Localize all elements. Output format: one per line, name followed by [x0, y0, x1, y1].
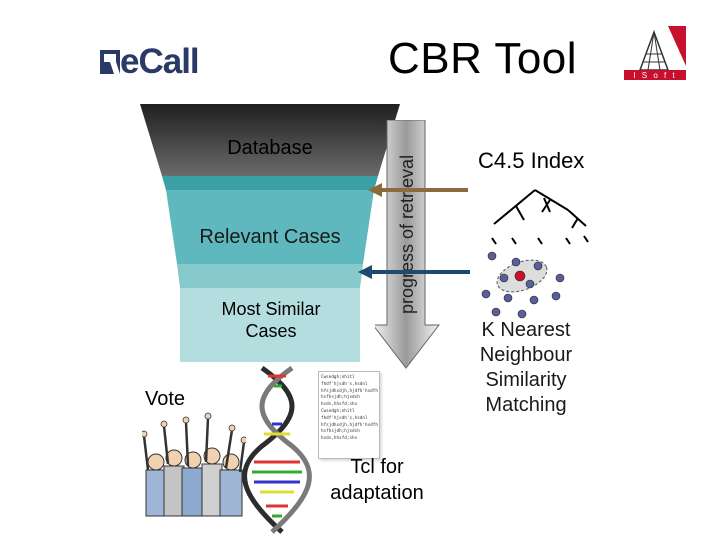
- relevant-cases-label: Relevant Cases: [199, 226, 341, 248]
- query-point-icon: [514, 270, 526, 282]
- funnel-relevant-band: [166, 190, 374, 264]
- most-similar-line-2: Cases: [245, 321, 297, 341]
- index-arrows: [358, 183, 470, 279]
- code-line: hsds,hhsfd;shv: [321, 402, 358, 408]
- funnel-mid-band: [177, 264, 363, 288]
- code-line: hsfhsjdh;hjsdsh: [321, 429, 360, 435]
- decision-tree-icon: [491, 189, 589, 245]
- tcl-line-2: adaptation: [330, 482, 424, 504]
- knn-line-1: K Nearest: [481, 319, 571, 341]
- most-similar-cases-label: Most Similar Cases: [196, 298, 346, 342]
- code-line: Cwsedgh;nhitl: [321, 408, 355, 414]
- code-line: hfsjdhsdjh,hjdfh'hsdfh: [321, 422, 378, 428]
- recall-logo-text: eCall: [120, 42, 199, 76]
- isoft-logo: I S o f t: [624, 26, 686, 80]
- vote-label: Vote: [145, 388, 186, 410]
- progress-of-retrieval-label: progress of retrieval: [397, 155, 417, 314]
- dna-helix-icon: [242, 366, 312, 534]
- code-line: hsds,hhsfd;shv: [321, 436, 358, 442]
- funnel-database-band: [140, 104, 400, 176]
- code-line: fhdf'hjsdh's,hsdnl: [321, 415, 368, 421]
- knn-line-2: Neighbour: [479, 344, 573, 366]
- nearest-neighbour-icon: [481, 251, 565, 319]
- code-line: Cwsedgh;nhitl: [321, 375, 355, 380]
- tcl-code-snippet: Cwsedgh;nhitl fhdf'hjsdh's,hsdnl hfsjdhs…: [318, 371, 380, 459]
- c45-arrow-head: [368, 183, 382, 197]
- knn-line-3: Similarity: [485, 369, 567, 391]
- tcl-adaptation-label: Tcl for adaptation: [312, 454, 442, 506]
- knn-line-4: Matching: [485, 394, 567, 416]
- slide-title: CBR Tool: [388, 34, 578, 83]
- progress-of-retrieval-arrow: progress of retrieval: [375, 120, 441, 369]
- code-line: hfsjdhsdjh,hjdfh'hsdfh: [321, 388, 378, 394]
- most-similar-line-1: Most Similar: [221, 299, 321, 319]
- voting-crowd-icon: [142, 412, 246, 517]
- funnel-teal-band: [162, 176, 378, 190]
- retrieval-funnel: [140, 104, 400, 362]
- knn-similarity-label: K Nearest Neighbour Similarity Matching: [456, 318, 596, 418]
- recall-logo: eCall: [100, 42, 200, 76]
- c45-index-label: C4.5 Index: [478, 148, 585, 173]
- funnel-similar-band: [180, 288, 360, 362]
- knn-arrow-head: [358, 265, 372, 279]
- code-line: hsfhsjdh;hjsdsh: [321, 395, 360, 401]
- tcl-line-1: Tcl for: [350, 456, 404, 478]
- code-line: fhdf'hjsdh's,hsdnl: [321, 381, 368, 387]
- isoft-logo-text: I S o f t: [633, 71, 676, 80]
- database-label: Database: [227, 137, 313, 159]
